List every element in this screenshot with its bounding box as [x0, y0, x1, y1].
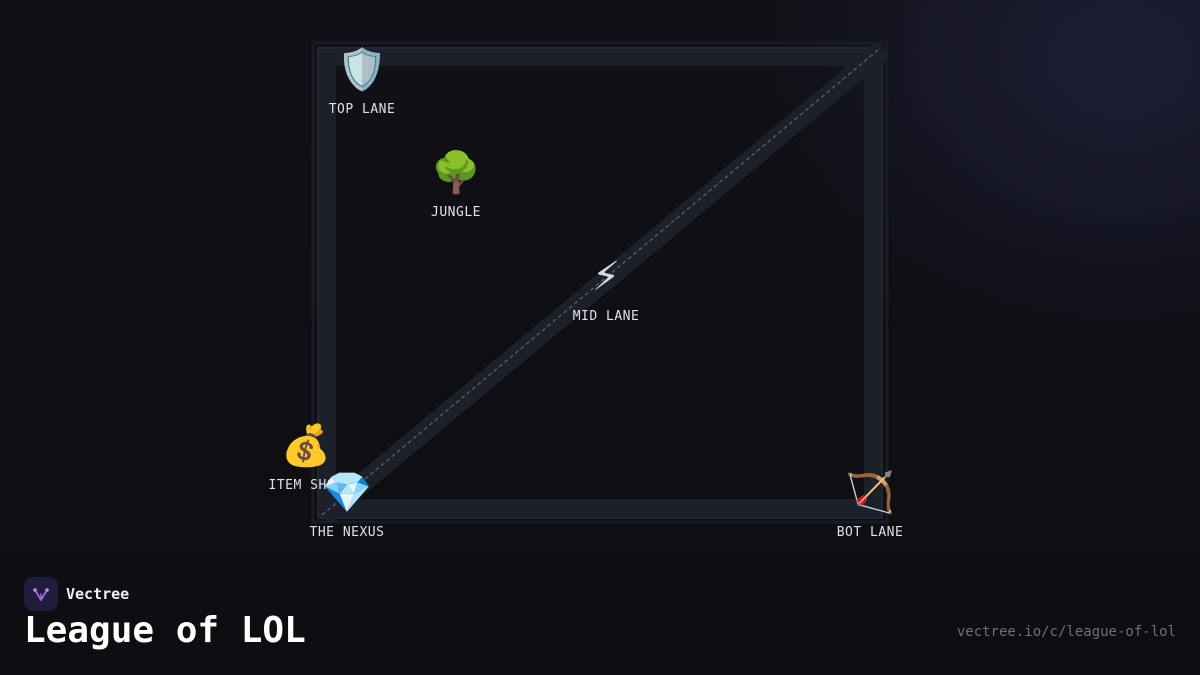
node-label: MID LANE: [572, 309, 640, 324]
node-label: ITEM SHOP: [268, 478, 344, 493]
page-url[interactable]: vectree.io/c/league-of-lol: [956, 624, 1176, 640]
node-the-nexus[interactable]: 💎 THE NEXUS: [287, 469, 407, 540]
lane-outline-outer: [311, 41, 889, 524]
node-item-shop[interactable]: 💰 ITEM SHOP: [246, 422, 366, 493]
bow-arrow-icon: 🏹: [845, 470, 895, 516]
node-top-lane[interactable]: 🛡️ TOP LANE: [302, 46, 422, 117]
lightning-icon: ⚡: [591, 254, 621, 300]
tree-icon: 🌳: [431, 150, 481, 196]
page-title: League of LOL: [24, 610, 306, 651]
node-label: THE NEXUS: [309, 525, 385, 540]
mid-lane-path: [315, 40, 891, 525]
node-label: JUNGLE: [431, 205, 481, 220]
node-jungle[interactable]: 🌳 JUNGLE: [396, 149, 516, 220]
node-label: BOT LANE: [836, 525, 904, 540]
left-lane-path: [318, 48, 336, 518]
node-mid-lane[interactable]: ⚡ MID LANE: [546, 253, 666, 324]
top-lane-path: [318, 48, 882, 66]
brand-name: Vectree: [66, 585, 130, 603]
bot-lane-path: [318, 499, 882, 517]
money-bag-icon: 💰: [281, 423, 331, 469]
node-bot-lane[interactable]: 🏹 BOT LANE: [810, 469, 930, 540]
mid-lane-dashed-line: [321, 49, 879, 516]
brand[interactable]: Vectree: [24, 577, 129, 611]
shield-icon: 🛡️: [337, 47, 387, 93]
lane-outline-inner: [317, 47, 883, 519]
node-label: TOP LANE: [328, 102, 396, 117]
gem-icon: 💎: [322, 470, 372, 516]
right-lane-path: [864, 48, 882, 518]
vectree-logo-icon: [24, 577, 58, 611]
